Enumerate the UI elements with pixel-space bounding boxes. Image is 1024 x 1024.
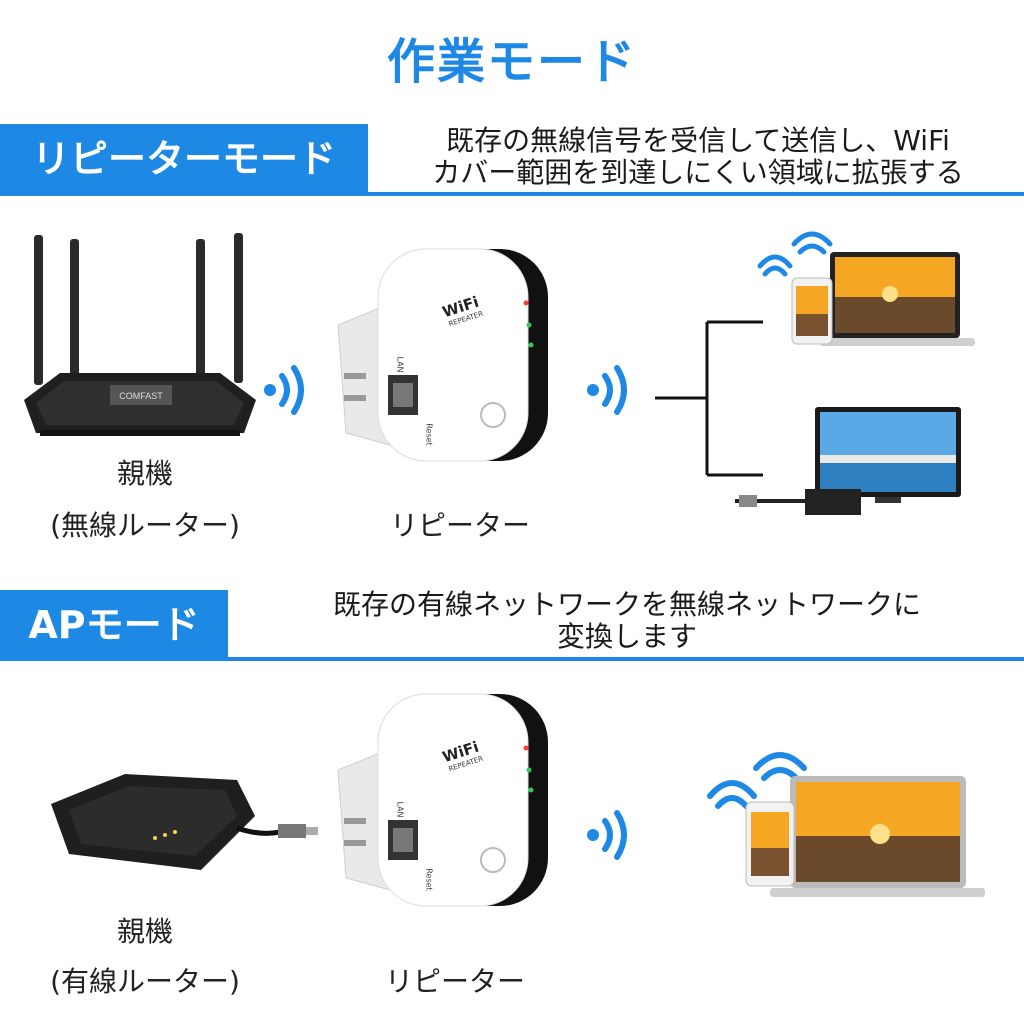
ap-router-caption-line1: 親機	[116, 915, 173, 948]
wifi-signal-icon	[587, 810, 627, 860]
wifi-signal-icon	[587, 365, 627, 415]
wifi-signal-icon	[264, 365, 304, 415]
repeater-mode-description-line2: カバー範囲を到達しにくい領域に拡張する	[432, 156, 964, 189]
ap-mode-description-line2: 変換します	[556, 620, 697, 653]
router-brand-text: COMFAST	[119, 391, 163, 401]
page-title: 作業モード	[386, 34, 637, 90]
lan-port-label: LAN	[395, 356, 405, 373]
wireless-router-image: COMFAST	[24, 233, 256, 436]
tv-image	[735, 407, 961, 515]
ap-lan-port-label: LAN	[395, 801, 405, 818]
ap-reset-label: Reset	[424, 868, 434, 891]
repeater-mode-label: リピーターモード	[0, 124, 368, 194]
repeater-router-caption-line1: 親機	[116, 457, 173, 490]
ap-mode-label: APモード	[0, 590, 228, 660]
laptop-phone-image	[757, 231, 975, 346]
ap-mode-description-line1: 既存の有線ネットワークを無線ネットワークに	[332, 588, 921, 621]
repeater-caption: リピーター	[389, 509, 530, 542]
repeater-mode-description-line1: 既存の無線信号を受信して送信し、WiFi	[446, 124, 950, 157]
repeater-device-image	[337, 248, 548, 462]
ap-mode-divider	[0, 657, 1024, 661]
repeater-router-caption-line2: (無線ルーター)	[50, 509, 240, 542]
connection-branch-lines	[655, 320, 763, 477]
wired-router-image	[51, 774, 318, 870]
repeater-mode-divider	[0, 192, 1024, 196]
ap-laptop-phone-image	[707, 752, 985, 897]
ap-router-caption-line2: (有線ルーター)	[50, 965, 240, 998]
ap-repeater-caption: リピーター	[384, 965, 525, 998]
ap-repeater-device-image	[337, 693, 548, 907]
reset-label: Reset	[424, 423, 434, 446]
